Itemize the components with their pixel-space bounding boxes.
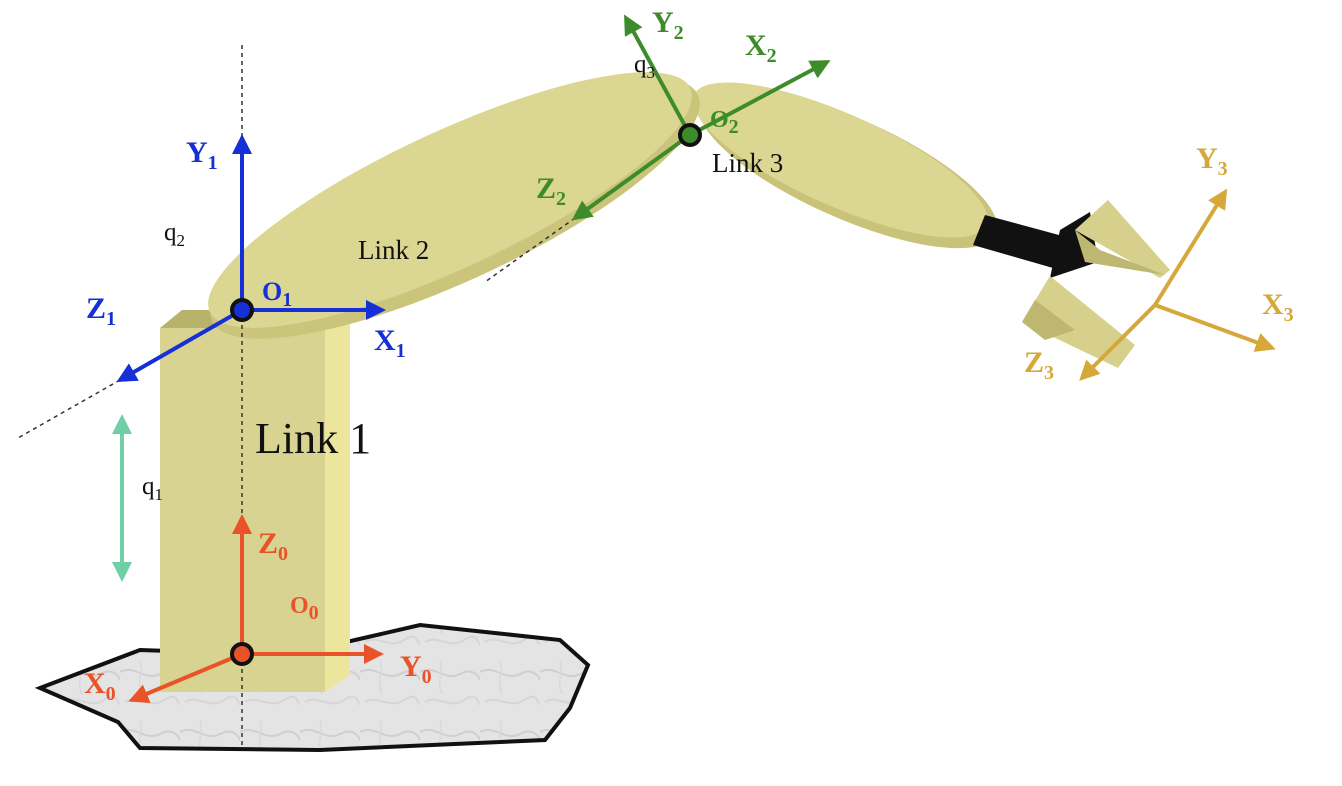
x1-label: X1	[374, 324, 406, 362]
z2-axis	[571, 133, 692, 221]
z1-axis	[116, 308, 243, 382]
z2-label: Z2	[536, 172, 566, 210]
x2-label: X2	[745, 29, 777, 67]
y0-label: Y0	[400, 650, 432, 688]
q2-label: q2	[164, 219, 185, 250]
x3-label: X3	[1262, 288, 1294, 326]
frame2-axes	[571, 14, 831, 221]
gripper-finger-top	[1075, 200, 1170, 278]
link2-label: Link 2	[358, 235, 429, 265]
q1-label: q1	[142, 473, 163, 504]
origin-o2-dot	[678, 123, 702, 147]
link3-label: Link 3	[712, 148, 783, 178]
gripper-finger-bottom	[1022, 276, 1135, 368]
o1-label: O1	[262, 277, 292, 311]
z0-label: Z0	[258, 527, 288, 565]
y3-label: Y3	[1196, 142, 1228, 180]
link2-body	[208, 72, 700, 339]
x2-axis	[689, 60, 831, 137]
gripper-finger-top-side	[1075, 230, 1165, 275]
x0-axis	[128, 652, 243, 704]
z3-axis	[1079, 303, 1157, 381]
origin-o1-dot	[230, 298, 254, 322]
frame3-axes	[1079, 188, 1276, 381]
link3-body	[692, 82, 998, 249]
z1-extension-dashed	[17, 379, 121, 439]
y2-axis	[624, 14, 692, 136]
z1-label: Z1	[86, 292, 116, 330]
origin-o0-dot	[230, 642, 254, 666]
q3-label: q3	[634, 51, 655, 82]
link1-side-face	[325, 310, 350, 692]
z3-label: Z3	[1024, 346, 1054, 384]
y2-label: Y2	[652, 6, 684, 44]
gripper-finger-bottom-side	[1022, 300, 1075, 340]
z2-extension-dashed	[484, 217, 576, 283]
link1-label: Link 1	[255, 414, 371, 463]
o0-label: O0	[290, 593, 319, 624]
y3-axis	[1153, 188, 1228, 307]
y1-label: Y1	[186, 136, 218, 174]
x3-axis	[1154, 303, 1276, 352]
wrist-black	[973, 215, 1070, 270]
frame0-axes	[128, 514, 384, 704]
frame1-axes	[116, 134, 386, 382]
x0-label: X0	[84, 667, 116, 705]
o2-label: O2	[710, 107, 739, 138]
